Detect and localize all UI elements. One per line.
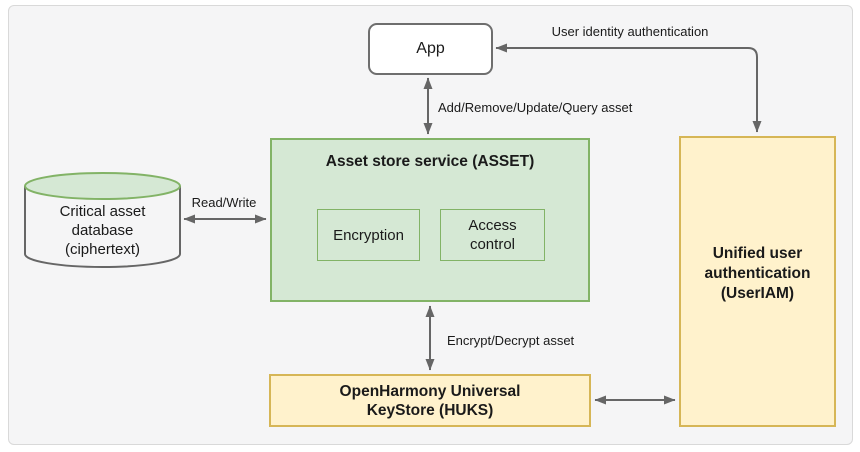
node-huks: OpenHarmony Universal KeyStore (HUKS)	[269, 374, 591, 427]
node-app-label: App	[416, 40, 445, 57]
node-useriam: Unified user authentication (UserIAM)	[679, 136, 836, 427]
node-access-control: Access control	[440, 209, 545, 261]
edge-label-user-identity: User identity authentication	[551, 24, 709, 39]
node-encryption: Encryption	[317, 209, 420, 261]
node-asset-title: Asset store service (ASSET)	[325, 153, 535, 170]
edge-label-encrypt-decrypt: Encrypt/Decrypt asset	[447, 333, 575, 348]
database-cylinder-body	[24, 186, 181, 268]
edge-user-identity-arrow	[495, 43, 762, 133]
node-encryption-label: Encryption	[333, 226, 404, 244]
edge-label-asset-ops: Add/Remove/Update/Query asset	[438, 100, 633, 115]
database-cylinder-top	[24, 172, 181, 200]
node-access-control-label: Access control	[468, 217, 517, 253]
node-useriam-label: Unified user authentication (UserIAM)	[704, 244, 811, 302]
node-database-label: Critical asset database (ciphertext)	[25, 202, 180, 258]
node-huks-label: OpenHarmony Universal KeyStore (HUKS)	[339, 382, 521, 419]
edge-label-read-write: Read/Write	[191, 195, 257, 210]
database-label-text: Critical asset database (ciphertext)	[59, 202, 146, 258]
node-app: App	[368, 23, 493, 75]
